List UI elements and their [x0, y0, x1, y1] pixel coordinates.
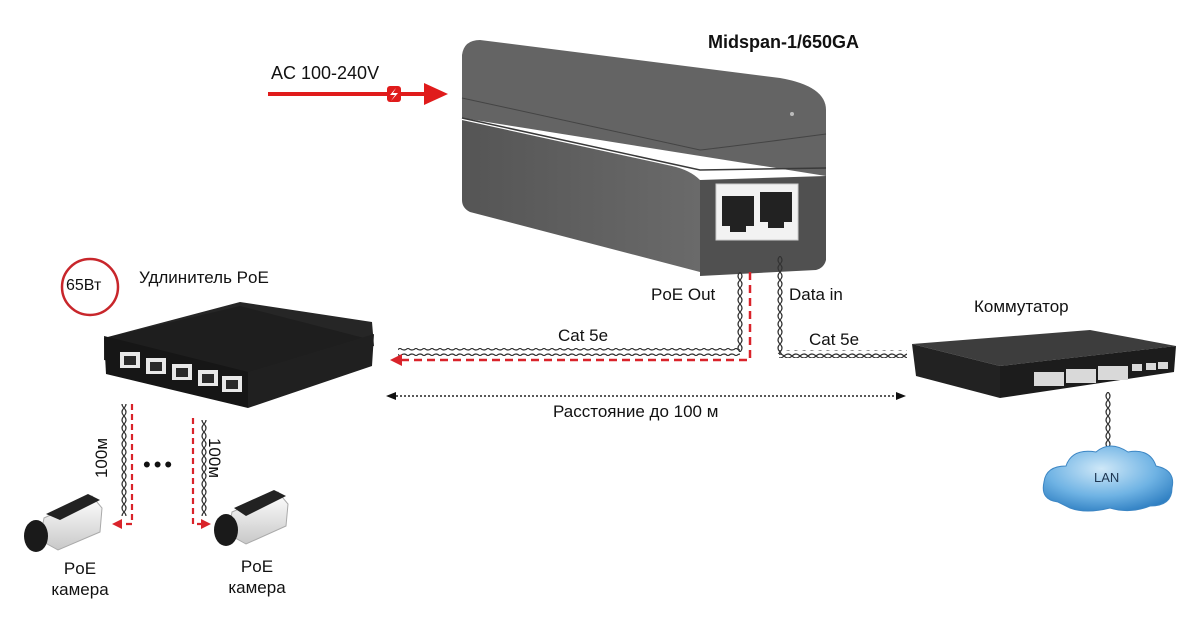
extender-label: Удлинитель PoE	[139, 268, 269, 287]
poe-extender-device	[104, 302, 374, 408]
distance-arrow	[386, 392, 906, 400]
power-badge-label: 65Вт	[66, 277, 102, 294]
poe-camera-right	[214, 490, 289, 546]
power-input-label: AC 100-240V	[271, 63, 380, 83]
distance-label: Расстояние до 100 м	[553, 402, 719, 421]
poe-out-cable	[390, 272, 752, 366]
camera-cable-length-left: 100м	[92, 437, 112, 479]
switch-ports	[1034, 362, 1168, 386]
midspan-device	[461, 40, 827, 276]
poe-out-label: PoE Out	[651, 285, 716, 304]
lan-cable	[1104, 392, 1112, 450]
camera-right-line2: камера	[228, 578, 286, 597]
camera-right-caption: PoE камера	[222, 556, 292, 598]
data-in-cable	[775, 256, 907, 358]
more-cameras-ellipsis: •••	[143, 452, 176, 477]
cable-type-extender-label: Cat 5e	[558, 326, 609, 345]
camera-left-line1: PoE	[63, 559, 97, 578]
power-badge-ring	[60, 257, 120, 317]
ac-power-arrow	[268, 83, 448, 105]
camera-cable-right	[191, 418, 211, 529]
camera-cable-left	[112, 404, 134, 529]
midspan-model-label: Midspan-1/650GA	[708, 32, 860, 52]
camera-cable-length-right: 100м	[205, 437, 225, 479]
data-in-label: Data in	[789, 285, 843, 304]
camera-left-caption: PoE камера	[50, 558, 110, 600]
camera-left-line2: камера	[51, 580, 109, 599]
switch-label: Коммутатор	[974, 297, 1069, 316]
lan-label: LAN	[1094, 470, 1120, 485]
poe-camera-left	[24, 494, 103, 552]
camera-right-line1: PoE	[240, 557, 274, 576]
switch-device	[912, 330, 1176, 398]
cable-type-switch-label: Cat 5e	[809, 330, 860, 349]
lan-cloud-icon	[1042, 445, 1174, 512]
